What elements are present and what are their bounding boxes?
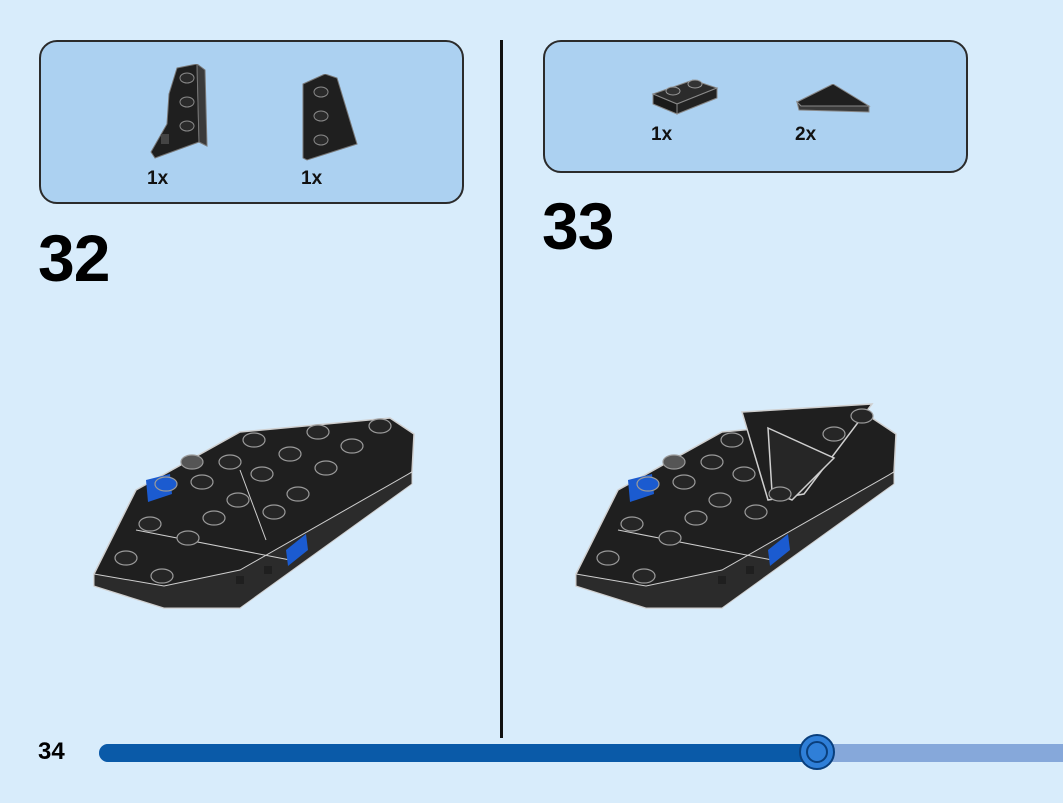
- part-qty: 2x: [795, 124, 817, 145]
- step-divider: [500, 40, 503, 738]
- part-qty: 1x: [651, 124, 673, 145]
- wedge-plate-left-icon: [150, 64, 208, 159]
- part-qty: 1x: [147, 168, 169, 189]
- step-33: 1x 2x 33: [504, 0, 1063, 740]
- part-qty: 1x: [301, 168, 323, 189]
- progress-bar: [99, 734, 1063, 770]
- page-number: 34: [38, 738, 65, 765]
- model-illustration-32: [93, 417, 415, 609]
- plate-1x2-icon: [651, 79, 719, 115]
- wedge-tile-icon: [796, 84, 871, 113]
- model-illustration-33: [575, 403, 897, 609]
- parts-callout-33: 1x 2x: [543, 40, 968, 173]
- step-32: 1x 1x 32: [0, 0, 500, 740]
- step-number: 33: [542, 189, 614, 263]
- wedge-plate-right-icon: [302, 74, 358, 161]
- parts-callout-32: 1x 1x: [39, 40, 464, 204]
- progress-fill: [99, 744, 817, 762]
- progress-indicator-icon: [799, 734, 835, 770]
- step-number: 32: [38, 221, 110, 295]
